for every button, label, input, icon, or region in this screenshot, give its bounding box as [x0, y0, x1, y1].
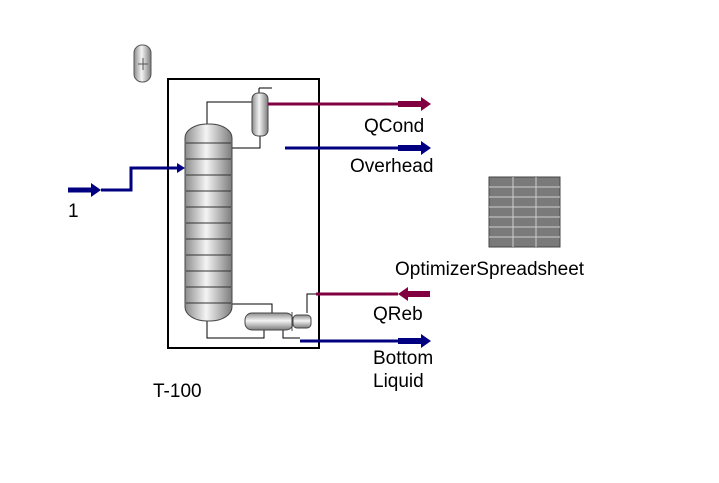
reboiler[interactable] — [244, 312, 312, 331]
qreb-label[interactable]: QReb — [373, 304, 423, 325]
column-trays — [186, 142, 231, 304]
qcond-energy-stream[interactable] — [268, 97, 431, 111]
bottom-liquid-label-line1[interactable]: Bottom — [373, 348, 434, 369]
column-boundary[interactable] — [167, 78, 320, 349]
column-name-label[interactable]: T-100 — [153, 381, 202, 402]
overhead-stream[interactable] — [285, 141, 431, 155]
overhead-label[interactable]: Overhead — [350, 156, 434, 177]
condenser[interactable] — [251, 92, 269, 137]
spreadsheet-icon[interactable] — [488, 176, 561, 248]
bottom-liquid-label-line2[interactable]: Liquid — [373, 371, 424, 392]
qcond-label[interactable]: QCond — [364, 116, 425, 137]
feed-stream-label[interactable]: 1 — [68, 201, 79, 222]
spreadsheet-label[interactable]: OptimizerSpreadsheet — [395, 259, 585, 280]
bottom-liquid-stream[interactable] — [300, 334, 431, 348]
logical-operation-icon[interactable] — [133, 44, 152, 83]
feed-stream-1[interactable] — [68, 163, 185, 197]
qreb-energy-stream[interactable] — [316, 287, 430, 301]
